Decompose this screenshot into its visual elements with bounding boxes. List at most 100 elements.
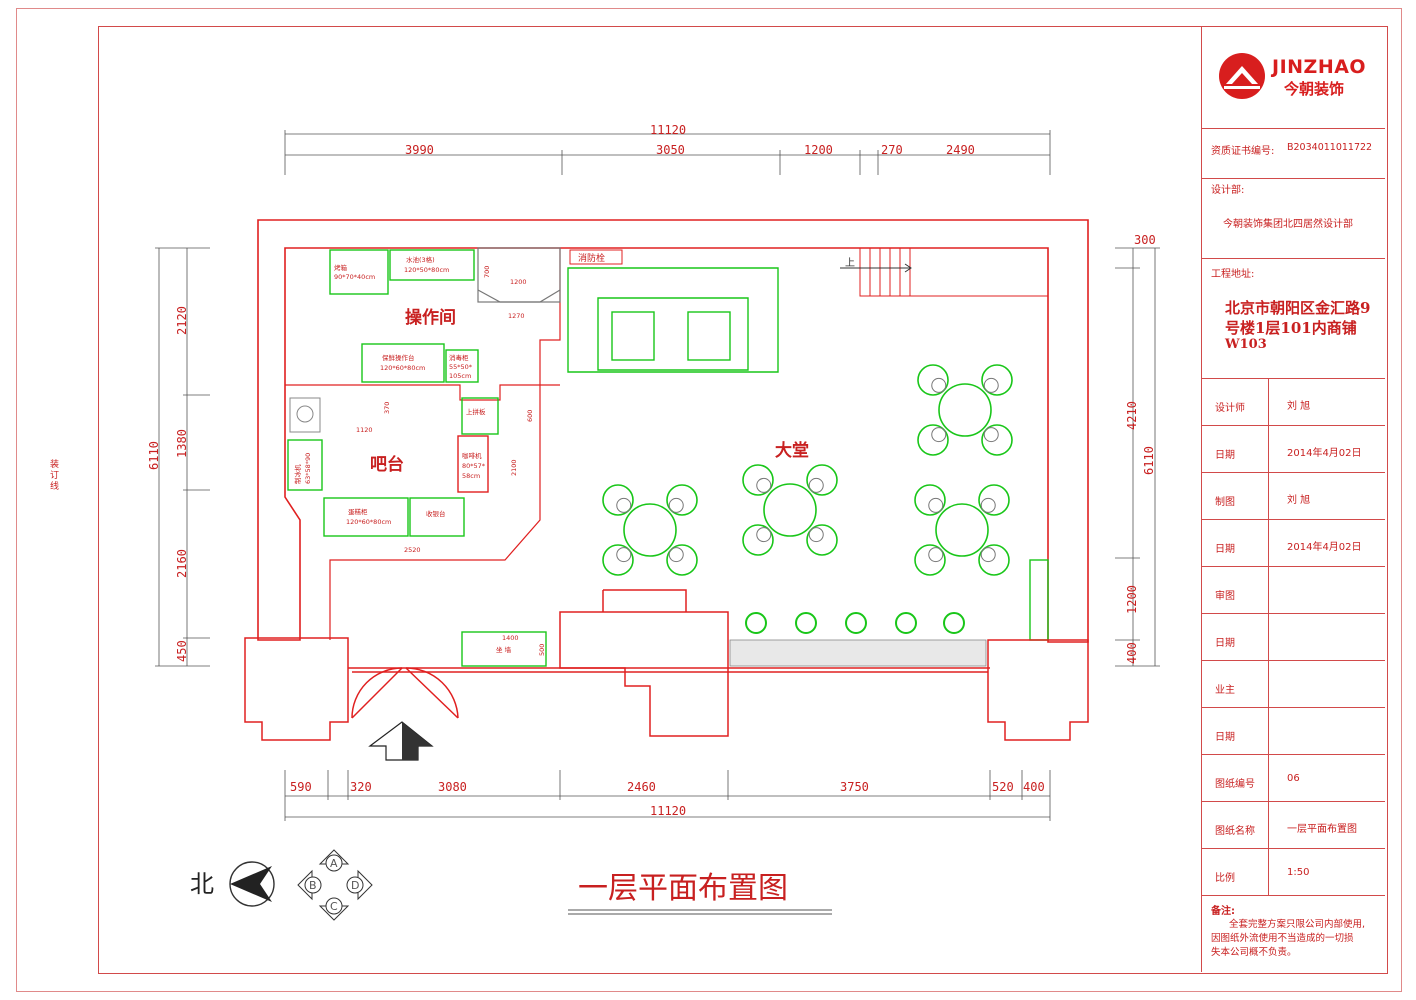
dim-bottom-3: 3080 — [438, 780, 467, 794]
walls — [257, 219, 1089, 643]
chair — [917, 364, 949, 396]
fixture-sink-size: 120*50*80cm — [404, 266, 449, 274]
dept-row: 设计部: 今朝装饰集团北四居然设计部 — [1201, 178, 1385, 259]
chair-seat — [983, 427, 999, 443]
stair-up-label: 上 — [845, 257, 855, 269]
cert-no: B2034011011722 — [1287, 142, 1373, 153]
inner-dim-1120: 1120 — [356, 426, 373, 434]
compass-a: A — [330, 857, 338, 870]
chair — [981, 364, 1013, 396]
chair-seat — [668, 547, 684, 563]
title-block-row-label: 业主 — [1215, 685, 1235, 696]
brand-name-cn: 今朝装饰 — [1284, 80, 1345, 98]
address-line-3: W103 — [1225, 337, 1267, 352]
brand-name-en: JINZHAO — [1272, 56, 1367, 78]
compass-b: B — [309, 879, 317, 892]
storefront — [244, 589, 1089, 741]
fixture-cake-label: 蛋糕柜 — [348, 507, 368, 516]
dining-tables — [602, 364, 1013, 576]
dim-top-total: 11120 — [650, 123, 686, 137]
jinzhao-logo-icon — [1219, 53, 1265, 99]
dim-left-2: 1380 — [175, 429, 189, 458]
dim-bottom-4: 2460 — [627, 780, 656, 794]
chair — [602, 544, 634, 576]
fixture-cake-size: 120*60*80cm — [346, 518, 391, 526]
drawing-title: 一层平面布置图 — [578, 871, 788, 906]
chair — [666, 544, 698, 576]
chair — [602, 484, 634, 516]
title-block-row-value: 2014年4月02日 — [1287, 542, 1362, 553]
dim-bottom-total: 11120 — [650, 804, 686, 818]
title-block-row-label: 日期 — [1215, 544, 1235, 555]
cert-row: 资质证书编号: B2034011011722 — [1201, 128, 1385, 179]
north-label: 北 — [190, 870, 214, 898]
fixture-coffee-extra: 58cm — [462, 472, 480, 480]
address-row: 工程地址: 北京市朝阳区金汇路9 号楼1层101内商铺 W103 — [1201, 258, 1385, 379]
chair-seat — [928, 497, 944, 513]
title-block-row-label: 设计师 — [1215, 403, 1245, 414]
title-block-row-label: 日期 — [1215, 732, 1235, 743]
inner-dim-2100: 2100 — [510, 459, 518, 476]
chair-seat — [931, 377, 947, 393]
inner-dim-1270: 1270 — [508, 312, 525, 320]
address-line-1: 北京市朝阳区金汇路9 — [1225, 299, 1371, 317]
title-block-row-value: 1:50 — [1287, 867, 1310, 878]
chair — [806, 464, 838, 496]
fixture-coffee-size: 80*57* — [462, 462, 486, 470]
title-block-row-value: 06 — [1287, 773, 1300, 784]
chair-seat — [616, 547, 632, 563]
outer-border — [16, 8, 1402, 992]
chair — [742, 464, 774, 496]
title-block-row-value: 刘 旭 — [1287, 495, 1311, 506]
title-block-row: 设计师刘 旭 — [1201, 378, 1385, 426]
chair-seat — [668, 497, 684, 513]
cert-label: 资质证书编号: — [1211, 146, 1275, 157]
sink-icon — [289, 397, 321, 433]
chair — [806, 524, 838, 556]
chair-seat — [756, 527, 772, 543]
chair — [914, 544, 946, 576]
table-top — [938, 383, 992, 437]
chair-seat — [756, 477, 772, 493]
dim-top-5: 2490 — [946, 143, 975, 157]
chair — [742, 524, 774, 556]
compass-c: C — [330, 900, 338, 913]
title-block-row: 业主 — [1201, 660, 1385, 708]
fixture-ice-label: 制冰机 — [293, 464, 302, 484]
floor-plan: 11120 3990 3050 1200 270 2490 590 320 30… — [147, 123, 1160, 921]
inner-dim-2520: 2520 — [404, 546, 421, 554]
fixture-seatwall-label: 坐 墙 — [496, 645, 512, 654]
fixture-panel-label: 上拼板 — [466, 407, 486, 416]
dept-name: 今朝装饰集团北四居然设计部 — [1223, 219, 1353, 230]
fixture-ice-size: 63*58*90 — [304, 453, 312, 484]
fixture-prep-size: 120*60*80cm — [380, 364, 425, 372]
dim-right-3: 1200 — [1125, 585, 1139, 614]
coffee-machine — [457, 435, 489, 493]
title-block-row-label: 日期 — [1215, 638, 1235, 649]
note-label: 备注: — [1211, 906, 1235, 917]
title-block-row: 制图 刘 旭 — [1201, 472, 1385, 520]
dim-bottom-6: 520 — [992, 780, 1014, 794]
view-compass-icon — [297, 849, 373, 921]
inner-dim-500: 500 — [538, 644, 546, 656]
chair-seat — [980, 497, 996, 513]
note-line-1: 全套完整方案只限公司内部使用, — [1229, 919, 1366, 930]
entrance-arrow-icon — [368, 721, 434, 761]
fixture-steril-label: 消毒柜 — [449, 353, 469, 362]
north-arrow-icon — [229, 861, 275, 907]
title-block-row-value: 一层平面布置图 — [1287, 824, 1357, 835]
title-block-row-label: 审图 — [1215, 591, 1235, 602]
dim-top-4: 270 — [881, 143, 903, 157]
dim-bottom-5: 3750 — [840, 780, 869, 794]
dim-left-1: 2120 — [175, 306, 189, 335]
title-block-row-label: 制图 — [1215, 497, 1235, 508]
chair — [914, 484, 946, 516]
chair — [978, 544, 1010, 576]
dim-top-1: 3990 — [405, 143, 434, 157]
address-label: 工程地址: — [1211, 269, 1255, 280]
title-block-row: 审图 — [1201, 566, 1385, 614]
dim-bottom-2: 320 — [350, 780, 372, 794]
